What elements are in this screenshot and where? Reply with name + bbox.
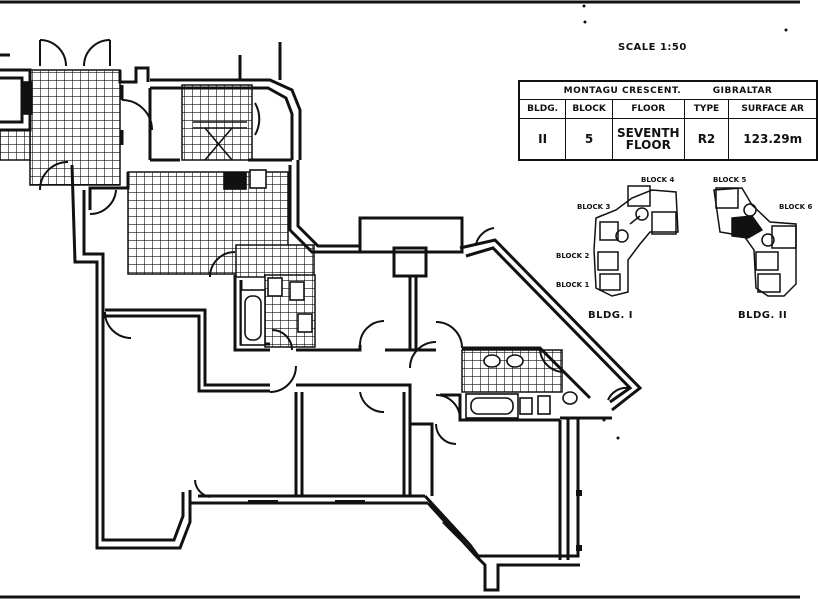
key-label-block-2: BLOCK 2 — [556, 252, 590, 260]
key-label-block-5: BLOCK 5 — [713, 176, 747, 184]
scale-label: SCALE 1:50 — [618, 42, 687, 53]
location-city: GIBRALTAR — [712, 85, 773, 96]
title-block-table: MONTAGU CRESCENT. GIBRALTAR BLDG. BLOCK … — [518, 80, 818, 161]
key-plan-bldg-2 — [713, 187, 797, 297]
door-swings — [39, 39, 629, 498]
walls — [0, 42, 643, 592]
key-plan-bldg-1 — [593, 185, 679, 297]
value-type: R2 — [683, 118, 730, 161]
location-name: MONTAGU CRESCENT. — [563, 85, 682, 96]
key-label-block-4: BLOCK 4 — [641, 176, 675, 184]
title-row: MONTAGU CRESCENT. GIBRALTAR — [518, 80, 818, 100]
value-bldg: II — [518, 118, 567, 161]
header-block: BLOCK — [565, 99, 613, 119]
key-label-block-3: BLOCK 3 — [577, 203, 611, 211]
value-block: 5 — [565, 118, 613, 161]
header-type: TYPE — [683, 99, 730, 119]
structural-marks — [248, 4, 788, 551]
key-label-block-1: BLOCK 1 — [556, 281, 590, 289]
header-bldg: BLDG. — [518, 99, 567, 119]
key-label-bldg-1: BLDG. I — [588, 310, 634, 321]
floor-plan — [0, 0, 800, 599]
key-label-bldg-2: BLDG. II — [738, 310, 788, 321]
value-surface-area: 123.29m — [728, 118, 818, 161]
value-floor: SEVENTH FLOOR — [611, 118, 685, 161]
key-label-block-6: BLOCK 6 — [779, 203, 813, 211]
header-surface-area: SURFACE AR — [728, 99, 818, 119]
header-floor: FLOOR — [611, 99, 685, 119]
bathroom-fixtures — [21, 81, 578, 419]
